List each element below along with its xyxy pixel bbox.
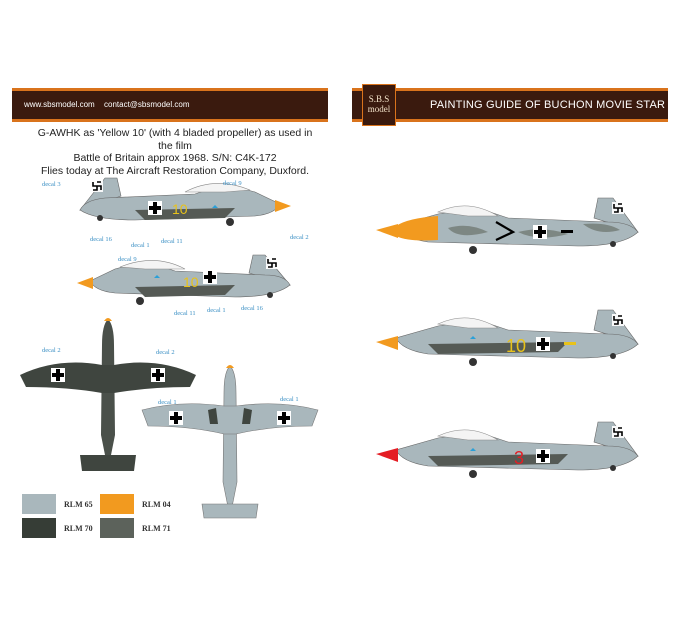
header-stripe-top: [352, 88, 668, 91]
legend-label-rlm04: RLM 04: [142, 500, 171, 509]
decal-label-16b: decal 16: [241, 305, 263, 312]
legend-label-rlm70: RLM 70: [64, 524, 93, 533]
decal-label-2a: decal 2: [42, 347, 61, 354]
logo-line2: model: [367, 104, 391, 114]
header-stripe-bottom: [352, 119, 668, 122]
decal-label-1: decal 1: [131, 242, 150, 249]
decal-label-2b: decal 2: [156, 349, 175, 356]
top-view: [20, 318, 196, 471]
decal-label-2: decal 2: [290, 234, 309, 241]
swatch-rlm71: [100, 518, 134, 538]
decal-label-9b: decal 9: [118, 256, 137, 263]
yellow-number-2: 10: [183, 274, 199, 290]
decal-label-1d: decal 1: [280, 396, 299, 403]
header-stripe-top: [12, 88, 328, 91]
yellow-number-3: 10: [506, 336, 526, 356]
yellow-number-1: 10: [172, 201, 188, 217]
website-link[interactable]: www.sbsmodel.com: [24, 100, 95, 109]
legend-label-rlm65: RLM 65: [64, 500, 93, 509]
decal-label-9: decal 9: [223, 180, 242, 187]
side-view-2: 10: [77, 254, 291, 305]
right-profile-3: 3: [376, 421, 639, 478]
swatch-rlm65: [22, 494, 56, 514]
decal-label-11b: decal 11: [174, 310, 196, 317]
legend-label-rlm71: RLM 71: [142, 524, 171, 533]
description-line2: Battle of Britain approx 1968. S/N: C4K-…: [73, 152, 277, 164]
decal-label-1c: decal 1: [158, 399, 177, 406]
decal-label-11: decal 11: [161, 238, 183, 245]
sbs-logo: S.B.S model: [362, 84, 396, 126]
right-profile-1: [376, 197, 639, 254]
decal-label-16: decal 16: [90, 236, 112, 243]
email-link[interactable]: contact@sbsmodel.com: [104, 100, 190, 109]
description-line1: G-AWHK as 'Yellow 10' (with 4 bladed pro…: [37, 127, 313, 152]
logo-line1: S.B.S: [368, 94, 390, 104]
guide-title: PAINTING GUIDE OF BUCHON MOVIE STAR: [430, 99, 666, 111]
red-number: 3: [514, 448, 524, 468]
swatch-rlm04: [100, 494, 134, 514]
header-stripe-bottom: [12, 119, 328, 122]
decal-label-3: decal 3: [42, 181, 61, 188]
swatch-rlm70: [22, 518, 56, 538]
side-view-1: 10: [79, 177, 291, 226]
decal-label-1b: decal 1: [207, 307, 226, 314]
right-profile-2: 10: [376, 309, 639, 366]
bottom-view: [141, 365, 319, 519]
right-header-bar: S.B.S model PAINTING GUIDE OF BUCHON MOV…: [352, 84, 668, 126]
left-header-bar: www.sbsmodel.com contact@sbsmodel.com: [12, 88, 328, 122]
description-line3: Flies today at The Aircraft Restoration …: [40, 164, 310, 177]
aircraft-description: G-AWHK as 'Yellow 10' (with 4 bladed pro…: [30, 127, 320, 177]
